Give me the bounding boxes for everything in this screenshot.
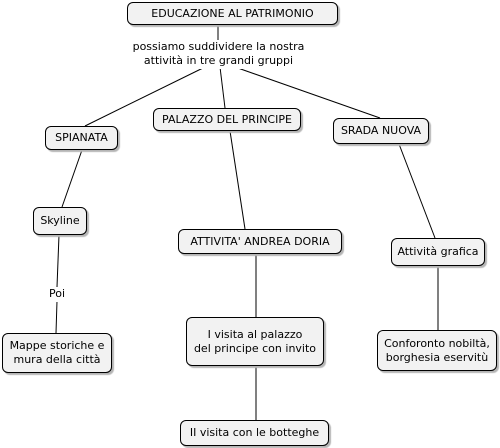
link-phrase-poi: Poi [44,287,70,302]
connector-skyline-poi [56,234,60,288]
connector-spianata-skyline [61,149,83,208]
node-prima-visita[interactable]: I visita al palazzo del principe con inv… [186,317,324,366]
node-mappe-storiche[interactable]: Mappe storiche e mura della città [2,333,112,373]
node-confronto[interactable]: Conforonto nobiltà, borghesia eservitù [377,330,497,371]
node-strada-nuova[interactable]: SRADA NUOVA [333,118,429,144]
connector-strada-grafica [398,143,436,239]
connector-phrase-spianata [84,66,206,127]
node-skyline[interactable]: Skyline [33,207,87,235]
node-spianata[interactable]: SPIANATA [45,126,118,150]
node-seconda-visita[interactable]: II visita con le botteghe [180,420,329,446]
connector-poi-mappe [55,300,58,334]
connector-phrase-strada [234,66,381,119]
link-phrase-groups: possiamo suddividere la nostra attività … [122,40,315,69]
connector-phrase-palazzo [219,66,226,109]
node-palazzo-del-principe[interactable]: PALAZZO DEL PRINCIPE [153,108,301,131]
connector-palazzo-doria [229,130,246,230]
node-educazione-patrimonio[interactable]: EDUCAZIONE AL PATRIMONIO [127,2,338,25]
node-attivita-grafica[interactable]: Attività grafica [391,238,485,266]
node-attivita-andrea-doria[interactable]: ATTIVITA' ANDREA DORIA [178,229,342,254]
